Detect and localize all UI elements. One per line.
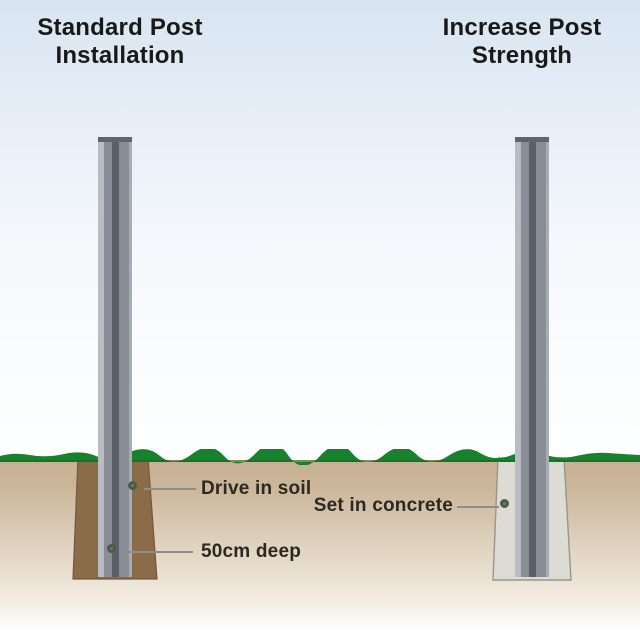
right-panel-title: Increase Post Strength [442, 14, 602, 69]
marker-dot-50cm-deep [107, 544, 116, 553]
left-fence-post [98, 137, 132, 577]
left-panel-title: Standard Post Installation [37, 14, 203, 69]
marker-dot-drive-in-soil [128, 481, 137, 490]
right-fence-post [515, 137, 549, 577]
grass-strip [0, 449, 640, 465]
label-set-in-concrete: Set in concrete [313, 495, 453, 516]
leader-line-50cm-deep [123, 551, 193, 553]
label-drive-in-soil: Drive in soil [201, 478, 312, 499]
leader-line-set-in-concrete [457, 506, 499, 508]
label-50cm-deep: 50cm deep [201, 541, 302, 562]
leader-line-drive-in-soil [144, 488, 196, 490]
marker-dot-set-in-concrete [500, 499, 509, 508]
